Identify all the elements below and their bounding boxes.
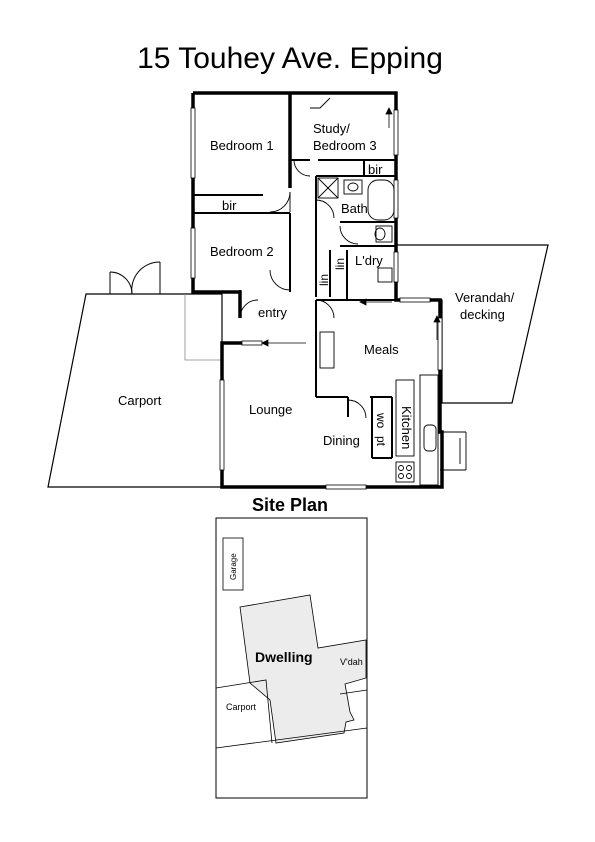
site-label-carport: Carport	[226, 702, 257, 712]
kitchen-fixtures	[319, 267, 467, 486]
room-label-bath: Bath	[341, 201, 368, 216]
door-swings	[239, 97, 367, 419]
site-label-garage: Garage	[229, 553, 238, 580]
windows	[190, 107, 443, 490]
carport-area	[47, 293, 223, 488]
room-label-study-2: Bedroom 3	[313, 138, 377, 153]
room-label-bir-top: bir	[368, 162, 383, 177]
room-label-pt: pt	[374, 436, 388, 447]
site-plan: Garage Dwelling V'dah Carport	[215, 517, 368, 799]
room-label-bedroom-1: Bedroom 1	[210, 138, 274, 153]
interior-walls	[193, 159, 396, 459]
bath-fixtures	[317, 177, 395, 243]
site-label-vdah: V'dah	[340, 657, 363, 667]
room-label-kitchen: Kitchen	[399, 406, 414, 449]
entry-arrows	[261, 107, 441, 347]
room-label-meals: Meals	[364, 342, 399, 357]
room-label-carport: Carport	[118, 393, 162, 408]
room-label-lin-1: lin	[317, 274, 331, 286]
site-dwelling	[239, 594, 367, 744]
site-label-dwelling: Dwelling	[255, 649, 313, 665]
site-plan-heading: Site Plan	[251, 495, 329, 515]
site-carport	[215, 679, 273, 744]
room-label-lounge: Lounge	[249, 402, 292, 417]
room-label-bir-left: bir	[222, 198, 237, 213]
plan-title: 15 Touhey Ave. Epping	[137, 42, 443, 75]
room-label-verandah-1: Verandah/	[455, 290, 515, 305]
room-label-verandah-2: decking	[460, 307, 505, 322]
room-label-dining: Dining	[323, 433, 360, 448]
carport-doors	[109, 261, 161, 295]
room-label-laundry: L'dry	[355, 253, 383, 268]
verandah-area	[395, 244, 549, 404]
room-label-study-1: Study/	[313, 121, 350, 136]
room-label-lin-2: lin	[333, 258, 347, 270]
room-label-entry: entry	[258, 305, 287, 320]
room-label-wo: wo	[374, 412, 388, 429]
site-garage	[222, 537, 244, 591]
room-label-bedroom-2: Bedroom 2	[210, 244, 274, 259]
